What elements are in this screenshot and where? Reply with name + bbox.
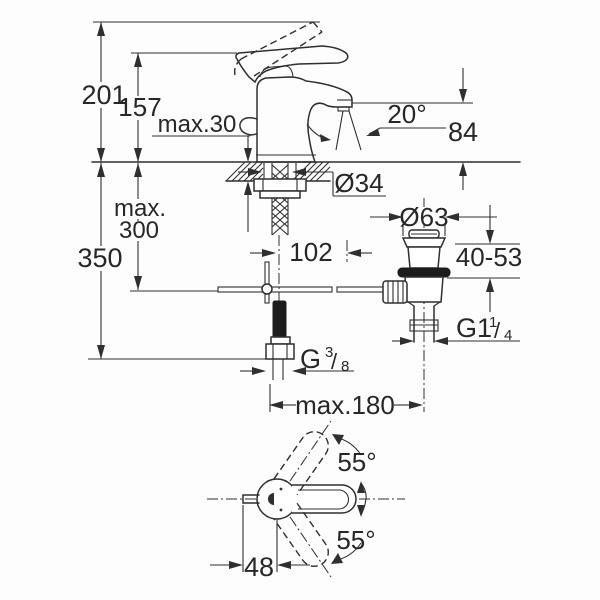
horizontal-rod-left xyxy=(217,286,333,293)
waste-thread-sup: 1 xyxy=(489,314,497,331)
waste-flange xyxy=(401,237,447,248)
side-view-faucet xyxy=(233,21,362,163)
popup-rod-assembly xyxy=(217,261,384,304)
waste-thread-sub: 4 xyxy=(504,327,512,344)
waste-neck xyxy=(407,246,441,269)
waste-diameter-label: Ø63 xyxy=(399,202,448,232)
supply-thread-sup: 3 xyxy=(325,344,333,361)
spray-angle-label: 20° xyxy=(387,99,426,129)
waste-body xyxy=(404,276,444,303)
lever-handle xyxy=(235,45,349,84)
spout-reach-label: 102 xyxy=(289,237,332,267)
horizontal-rod-right xyxy=(336,286,384,293)
waste-clamp-label: 40-53 xyxy=(456,242,523,272)
plan-body-circle xyxy=(256,478,298,520)
plan-lever-inner xyxy=(298,489,350,510)
supply-thread-label: G xyxy=(300,344,321,374)
aerator xyxy=(337,106,350,112)
vertical-pull-rod xyxy=(264,261,270,304)
flex-hose xyxy=(272,300,287,340)
mounting-nut xyxy=(253,178,307,192)
threaded-rod-hatch xyxy=(271,164,289,236)
overall-height-label: 201 xyxy=(81,80,126,110)
hose-collar xyxy=(270,336,291,345)
rod-reach-label: max.180 xyxy=(295,390,395,420)
lever-raised-dashed xyxy=(233,21,323,77)
hole-diameter-label: Ø34 xyxy=(334,168,383,198)
rod-ball-joint xyxy=(261,283,273,295)
swing-upper-label: 55° xyxy=(337,447,376,477)
waste-thread-slash: / xyxy=(494,318,501,343)
supply-length-label: 350 xyxy=(77,243,122,273)
label-backgrounds xyxy=(82,82,479,271)
handle-offset-label: 48 xyxy=(244,552,274,582)
hose-nut xyxy=(265,343,295,360)
stream-line-left xyxy=(335,110,344,151)
plan-lever-swing-down xyxy=(273,502,329,567)
waste-thread-label: G1 xyxy=(456,313,492,343)
dimension-arrows xyxy=(97,22,494,569)
supply-thread-sub: 8 xyxy=(341,358,349,375)
hose-depth-label-2: 300 xyxy=(119,217,159,244)
mounting-washer xyxy=(259,190,301,199)
mounting-shank xyxy=(253,163,307,236)
adjuster-knob xyxy=(382,280,408,304)
plan-lever xyxy=(292,484,357,514)
spout-height-label: 84 xyxy=(448,117,478,147)
deck-thickness-label: max.30 xyxy=(158,111,237,138)
dimension-labels: 201 157 max.30 20° 84 Ø34 Ø63 max. 300 3… xyxy=(77,80,522,582)
waste-seal-ring xyxy=(397,267,451,278)
supply-hose xyxy=(265,235,295,412)
plan-lever-swing-up xyxy=(273,431,329,496)
swing-lower-label: 55° xyxy=(336,525,375,555)
hose-depth-label-1: max. xyxy=(114,195,166,222)
lever-height-label: 157 xyxy=(118,92,161,122)
supply-thread-slash: / xyxy=(331,349,338,374)
faucet-body xyxy=(256,76,353,163)
drain-assembly xyxy=(382,198,451,412)
popup-rod-knob xyxy=(239,117,258,136)
stream-line-right xyxy=(348,110,362,151)
top-view xyxy=(207,420,405,578)
plan-cartridge-mark xyxy=(268,493,274,505)
